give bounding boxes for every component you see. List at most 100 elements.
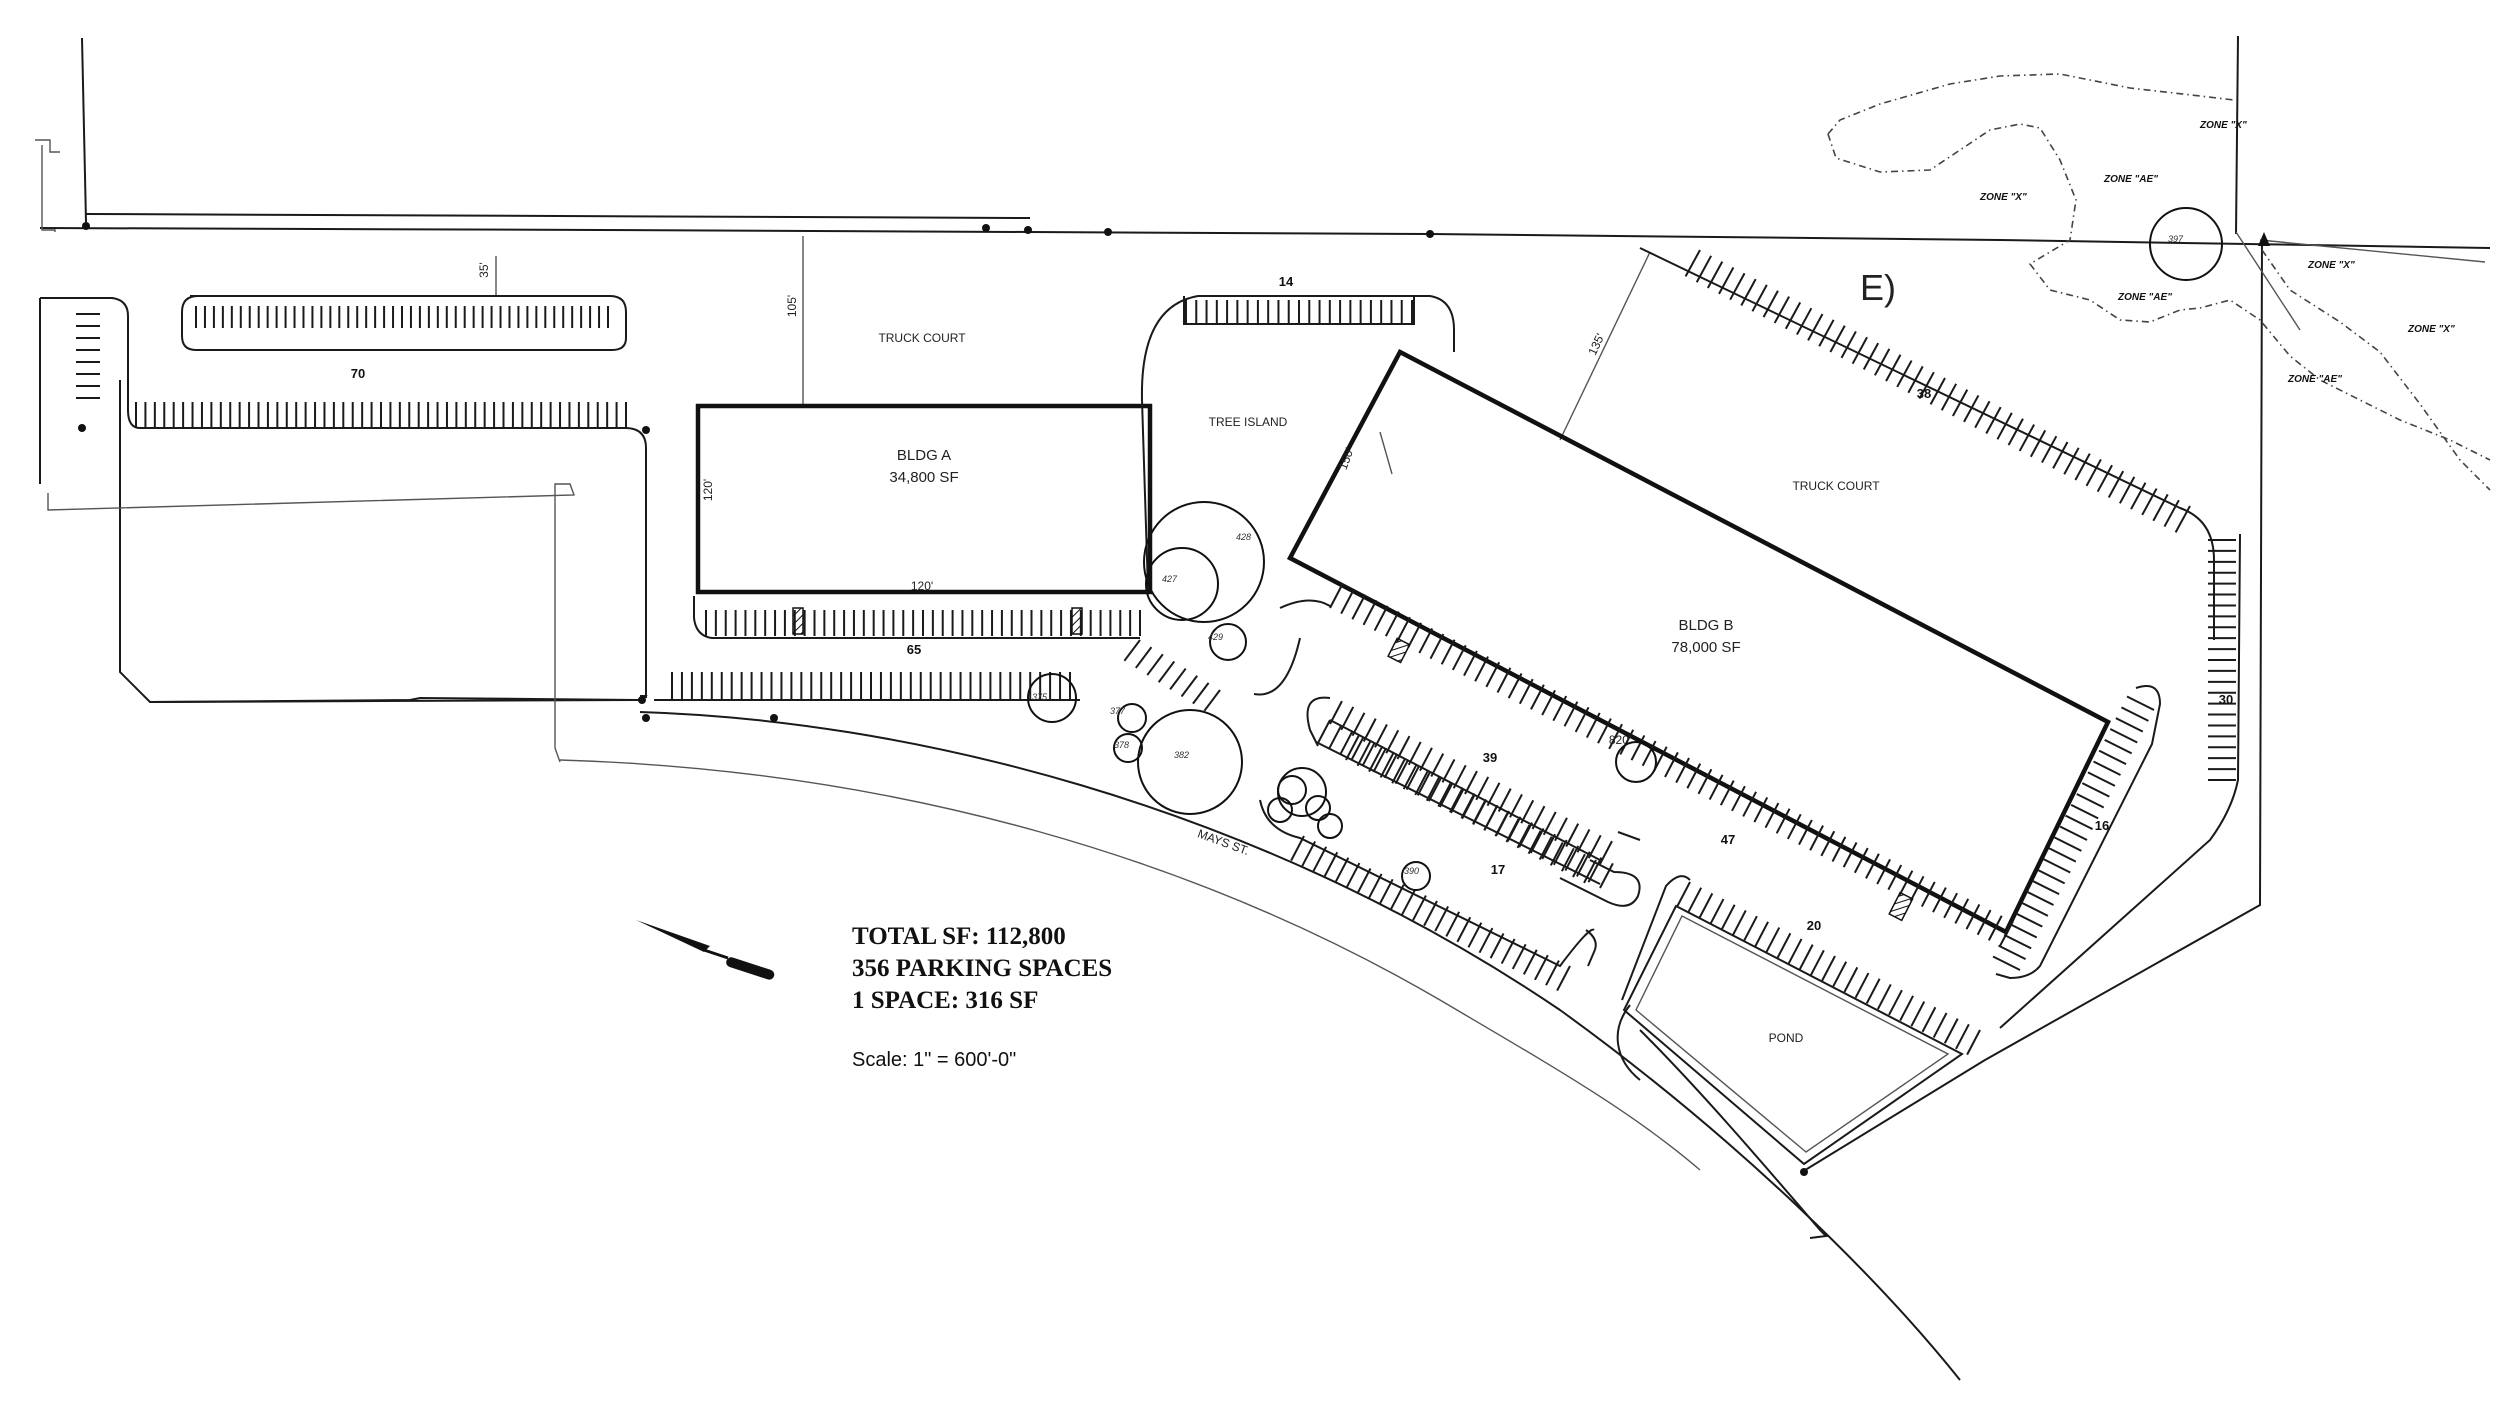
parking-stall <box>1729 272 1746 301</box>
parking-stall <box>1552 695 1568 722</box>
parking-stall <box>2070 803 2099 820</box>
parking-stall <box>1429 633 1445 660</box>
parking-stall <box>1565 823 1580 847</box>
street-label: MAYS ST. <box>1196 826 1251 858</box>
parking-stall <box>1576 851 1591 877</box>
summary-block: TOTAL SF: 112,800 356 PARKING SPACES 1 S… <box>852 923 1112 1071</box>
parking-stall <box>1437 781 1453 808</box>
parking-stall <box>1356 868 1372 894</box>
parking-stall <box>1340 706 1355 731</box>
parking-stall <box>1385 729 1400 754</box>
parking-stall <box>1511 943 1527 970</box>
parking-stall <box>1742 791 1757 817</box>
parking-stall <box>1489 933 1505 959</box>
parking-stall <box>1384 611 1400 637</box>
tree-island <box>1140 295 1455 696</box>
parking-stall <box>1478 927 1494 954</box>
parking-stall <box>1361 742 1376 767</box>
parking-stall <box>1630 734 1646 761</box>
parking-stall <box>1383 754 1398 779</box>
parking-count-65: 65 <box>907 642 921 657</box>
parking-stall <box>1323 851 1339 878</box>
parking-stall <box>1451 644 1467 671</box>
parking-stall <box>1449 787 1464 813</box>
summary-total-sf: TOTAL SF: 112,800 <box>852 923 1066 950</box>
parking-stall <box>1753 796 1769 823</box>
parking-stall <box>1798 819 1813 846</box>
parking-stall <box>2141 488 2158 516</box>
parking-stall <box>1574 706 1590 733</box>
parking-stall <box>1887 864 1903 891</box>
parking-stall <box>2041 435 2058 464</box>
parking-stall <box>2042 858 2071 874</box>
parking-stall <box>1796 307 1813 336</box>
parking-stall <box>1684 249 1701 277</box>
parking-stall <box>1440 639 1456 665</box>
parking-stall <box>1754 921 1769 947</box>
zone-label-1: ZONE "X" <box>2199 120 2247 131</box>
summary-parking: 356 PARKING SPACES <box>852 955 1112 982</box>
building-a: BLDG A 34,800 SF 120' 120' <box>695 403 1153 595</box>
parking-stall <box>1356 740 1372 767</box>
parking-stall <box>1496 667 1512 693</box>
parking-stall <box>1599 840 1613 865</box>
parking-stall <box>1865 978 1881 1004</box>
parking-stall <box>1940 383 1958 411</box>
parking-stall <box>1427 777 1442 802</box>
parking-stall <box>1530 684 1545 710</box>
parking-stall <box>1709 898 1725 925</box>
parking-stall <box>1396 735 1411 760</box>
parking-count-30: 30 <box>2219 692 2233 707</box>
parking-stall <box>1862 342 1880 370</box>
parking-stall <box>2065 814 2094 831</box>
parking-stall <box>1576 828 1591 853</box>
parking-stall <box>2053 836 2082 852</box>
parking-stall <box>1608 723 1623 750</box>
truck-court-label-1: TRUCK COURT <box>878 331 966 345</box>
parking-stall <box>1180 675 1198 698</box>
parking-stall <box>1345 734 1360 761</box>
north-arrow-icon <box>636 920 775 980</box>
dim-200: 120' <box>911 579 933 593</box>
parking-stall <box>1597 718 1612 744</box>
zone-label-7: ZONE "AE" <box>2287 374 2342 385</box>
parking-stall <box>1472 798 1487 825</box>
parking-stall <box>1425 775 1441 802</box>
parking-stall <box>1932 1012 1948 1039</box>
parking-stall <box>2126 695 2155 711</box>
parking-stall <box>1641 740 1657 767</box>
parking-stall <box>1773 296 1790 324</box>
parking-stall <box>1876 858 1891 885</box>
parking-stall <box>1541 689 1556 716</box>
parking-stall <box>2096 464 2113 493</box>
parking-stall <box>1787 938 1803 965</box>
parking-stall <box>2174 505 2191 533</box>
parking-stall <box>1918 371 1935 400</box>
parking-stall <box>1865 853 1880 879</box>
parking-stall <box>1874 348 1891 376</box>
parking-stall <box>1987 915 2003 941</box>
parking-stall <box>1786 813 1802 840</box>
parking-stall <box>1686 763 1702 789</box>
parking-stall <box>1412 895 1427 921</box>
parking-stall <box>1486 782 1501 807</box>
parking-row-65 <box>654 596 1221 712</box>
zone-label-3: ZONE "X" <box>1979 192 2027 203</box>
parking-stall <box>1743 915 1758 942</box>
parking-counts: 70 65 14 39 17 47 20 38 30 16 <box>351 274 2233 933</box>
parking-stall <box>2098 749 2127 766</box>
parking-stall <box>1495 810 1510 837</box>
parking-stall <box>1434 905 1449 932</box>
parking-stall <box>1907 365 1924 394</box>
parking-stall <box>1464 770 1478 795</box>
parking-stall <box>1367 873 1383 900</box>
parking-stall <box>1541 833 1557 860</box>
parking-stall <box>1389 884 1405 910</box>
parking-stall <box>2119 476 2136 504</box>
dim-820: 820' <box>1609 733 1631 747</box>
parking-stall <box>1445 911 1461 937</box>
parking-stall <box>1405 766 1420 791</box>
parking-count-16: 16 <box>2095 818 2109 833</box>
parking-stall <box>1522 949 1538 975</box>
